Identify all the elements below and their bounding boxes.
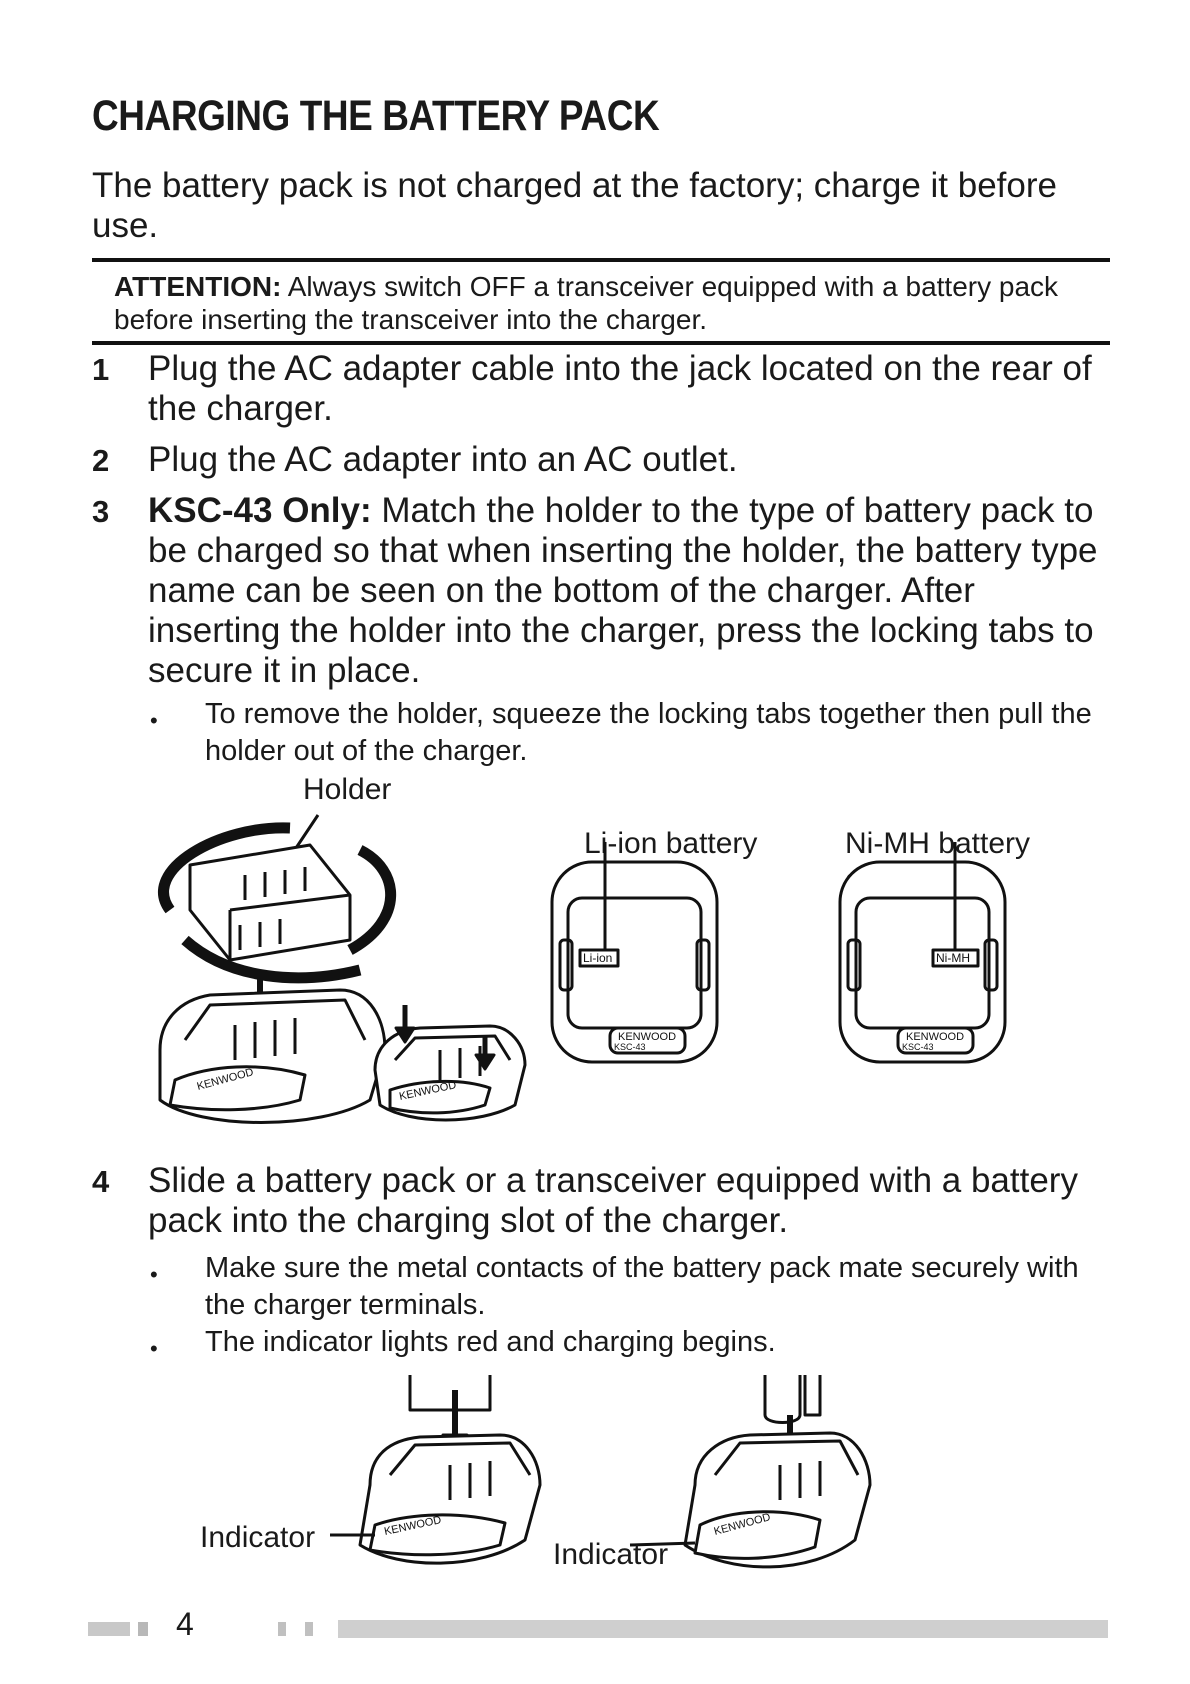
step-1-text: Plug the AC adapter cable into the jack … xyxy=(148,349,1092,428)
model-text-3: KSC-43 xyxy=(614,1042,646,1052)
step-4-bullet-1: Make sure the metal contacts of the batt… xyxy=(205,1252,1079,1321)
step-3-body: Match the holder to the type of battery … xyxy=(148,491,1098,690)
footer-bar-block xyxy=(88,1622,130,1636)
step-1-number: 1 xyxy=(92,352,110,387)
brand-text-3: KENWOOD xyxy=(618,1031,676,1043)
liion-tag: Li-ion xyxy=(583,951,612,965)
charger-holder-illustration: KENWOOD KENWOOD KENWOOD KENWOOD KSC-43 K… xyxy=(158,814,1007,1124)
attention-note: ATTENTION: Always switch OFF a transceiv… xyxy=(114,270,1094,336)
step-4-number: 4 xyxy=(92,1164,110,1199)
indicator-label-right: Indicator xyxy=(553,1538,669,1571)
bullet-dot: • xyxy=(150,1336,158,1361)
step-4-text: Slide a battery pack or a transceiver eq… xyxy=(148,1161,1078,1240)
battery-insert-illustration: KENWOOD KENWOOD xyxy=(330,1375,872,1569)
brand-text-4: KENWOOD xyxy=(906,1031,964,1043)
indicator-label-left: Indicator xyxy=(200,1521,316,1554)
step-3-lead: KSC-43 Only: xyxy=(148,491,372,530)
attention-rule-top xyxy=(92,258,1110,262)
intro-text: The battery pack is not charged at the f… xyxy=(92,166,1057,245)
step-2-number: 2 xyxy=(92,443,110,478)
model-text-4: KSC-43 xyxy=(902,1042,934,1052)
nimh-tag: Ni-MH xyxy=(936,951,970,965)
bullet-dot: • xyxy=(150,708,158,733)
footer-bar xyxy=(338,1620,1108,1638)
attention-label: ATTENTION: xyxy=(114,271,282,302)
step-3-text: KSC-43 Only: Match the holder to the typ… xyxy=(148,491,1108,691)
page-title: CHARGING THE BATTERY PACK xyxy=(92,92,660,140)
footer-bar-block xyxy=(278,1622,286,1636)
holder-label: Holder xyxy=(303,773,392,806)
footer-bar-block xyxy=(305,1622,313,1636)
step-3-number: 3 xyxy=(92,494,110,529)
nimh-label-line1: Ni-MH battery xyxy=(845,827,1031,860)
attention-text: Always switch OFF a transceiver equipped… xyxy=(114,271,1059,335)
step-4-bullet-2: The indicator lights red and charging be… xyxy=(205,1326,776,1358)
step-3-bullet-1: To remove the holder, squeeze the lockin… xyxy=(205,698,1092,767)
step-2-text: Plug the AC adapter into an AC outlet. xyxy=(148,440,738,479)
page-number: 4 xyxy=(176,1606,194,1642)
attention-rule-bottom xyxy=(92,341,1110,345)
footer-bar-block xyxy=(138,1622,148,1636)
bullet-dot: • xyxy=(150,1262,158,1287)
liion-label-line1: Li-ion battery xyxy=(584,827,758,860)
